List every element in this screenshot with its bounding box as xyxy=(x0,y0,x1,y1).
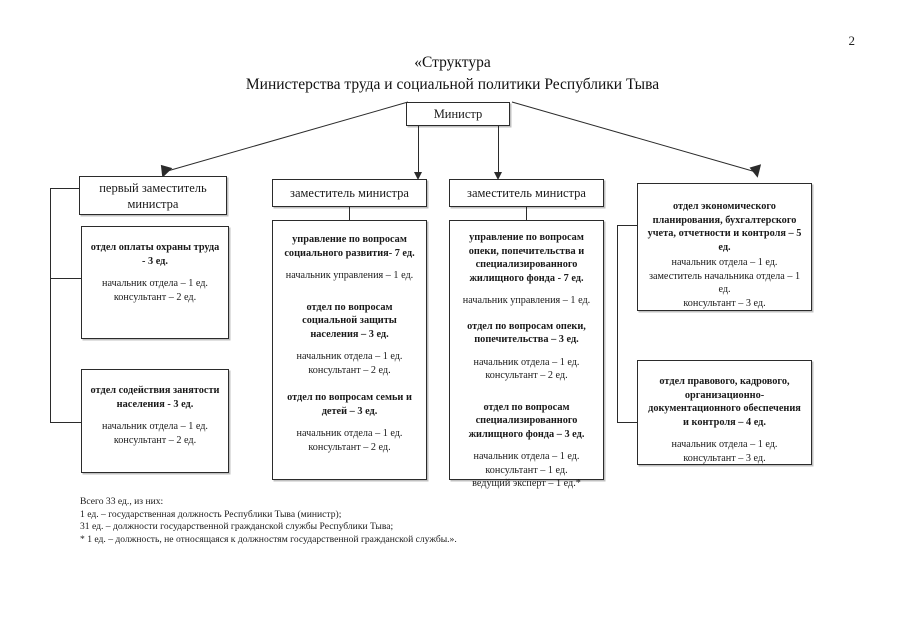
unit-social-2-head: отдел по вопросам социальной защиты насе… xyxy=(302,301,397,340)
unit-social-1-head: управление по вопросам социального разви… xyxy=(284,234,415,259)
box-left-unit-1: отдел оплаты охраны труда - 3 ед. началь… xyxy=(81,226,229,339)
unit-left-1-positions: начальник отдела – 1 ед. консультант – 2… xyxy=(102,278,208,303)
title-line-1: «Структура xyxy=(414,54,491,71)
footnote-total: Всего 33 ед., из них: xyxy=(80,496,164,507)
unit-guardianship-1-head: управление по вопросам опеки, попечитель… xyxy=(468,232,585,284)
unit-guardianship-2: отдел по вопросам опеки, попечительства … xyxy=(450,320,603,383)
connector-minister-to-deputy-guardianship xyxy=(498,126,499,174)
footnote-non-civil-service: * 1 ед. – должность, не относящаяся к до… xyxy=(80,533,457,545)
node-minister: Министр xyxy=(406,102,510,126)
footnotes: Всего 33 ед., из них: 1 ед. – государств… xyxy=(80,496,457,546)
unit-guardianship-2-head: отдел по вопросам опеки, попечительства … xyxy=(467,320,586,346)
title-line-2: Министерства труда и социальной политики… xyxy=(245,76,660,93)
node-first-deputy-label: первый заместитель министра xyxy=(99,180,207,211)
arrow-deputy-social xyxy=(414,172,422,180)
node-first-deputy: первый заместитель министра xyxy=(79,176,227,215)
node-deputy-guardianship: заместитель министра xyxy=(449,179,604,207)
unit-right-2: отдел правового, кадрового, организацион… xyxy=(638,375,811,465)
node-deputy-social-label: заместитель министра xyxy=(290,186,409,200)
unit-guardianship-3-head: отдел по вопросам специализированного жи… xyxy=(468,401,585,440)
unit-social-1: управление по вопросам социального разви… xyxy=(273,233,426,283)
connector-minister-to-right-column xyxy=(511,101,762,178)
right-spine xyxy=(617,225,618,422)
unit-right-1-head: отдел экономического планирования, бухга… xyxy=(647,201,802,253)
box-right-unit-2: отдел правового, кадрового, организацион… xyxy=(637,360,812,465)
box-left-unit-2: отдел содействия занятости населения - 3… xyxy=(81,369,229,473)
page-number: 2 xyxy=(848,33,856,48)
arrow-deputy-guardianship xyxy=(494,172,502,180)
unit-social-3-positions: начальник отдела – 1 ед. консультант – 2… xyxy=(296,428,403,453)
unit-right-2-positions: начальник отдела – 1 ед. консультант – 3… xyxy=(671,439,778,464)
unit-guardianship-3-positions: начальник отдела – 1 ед. консультант – 1… xyxy=(472,451,581,489)
left-spine-stub-2 xyxy=(50,278,82,279)
connector-deputy-social-to-column xyxy=(349,207,350,220)
unit-right-1-positions: начальник отдела – 1 ед. заместитель нач… xyxy=(648,257,801,309)
node-deputy-social: заместитель министра xyxy=(272,179,427,207)
connector-deputy-guardianship-to-column xyxy=(526,207,527,220)
unit-guardianship-3: отдел по вопросам специализированного жи… xyxy=(450,401,603,491)
unit-left-1: отдел оплаты охраны труда - 3 ед. началь… xyxy=(82,241,228,304)
unit-social-2-positions: начальник отдела – 1 ед. консультант – 2… xyxy=(296,351,403,376)
unit-guardianship-1: управление по вопросам опеки, попечитель… xyxy=(450,231,603,308)
footnote-state-post: 1 ед. – государственная должность Респуб… xyxy=(80,508,342,520)
unit-right-1: отдел экономического планирования, бухга… xyxy=(638,200,811,310)
unit-right-2-head: отдел правового, кадрового, организацион… xyxy=(648,376,801,428)
left-spine-stub-1 xyxy=(50,188,80,189)
left-spine xyxy=(50,188,51,423)
unit-left-2: отдел содействия занятости населения - 3… xyxy=(82,384,228,447)
right-spine-stub-2 xyxy=(617,422,638,423)
node-minister-label: Министр xyxy=(433,107,483,121)
box-guardianship-column: управление по вопросам опеки, попечитель… xyxy=(449,220,604,489)
unit-social-1-positions: начальник управления – 1 ед. xyxy=(285,270,414,281)
unit-left-2-head: отдел содействия занятости населения - 3… xyxy=(90,385,220,410)
unit-left-1-head: отдел оплаты охраны труда - 3 ед. xyxy=(90,242,220,267)
box-social-column: управление по вопросам социального разви… xyxy=(272,220,427,480)
unit-social-2: отдел по вопросам социальной защиты насе… xyxy=(273,301,426,378)
node-deputy-guardianship-label: заместитель министра xyxy=(467,186,586,200)
connector-minister-to-deputy-social xyxy=(418,126,419,174)
footnote-civil-service: 31 ед. – должности государственной гражд… xyxy=(80,521,394,533)
left-spine-stub-3 xyxy=(50,422,82,423)
connector-minister-to-first-deputy xyxy=(160,101,409,178)
box-right-unit-1: отдел экономического планирования, бухга… xyxy=(637,183,812,311)
unit-left-2-positions: начальник отдела – 1 ед. консультант – 2… xyxy=(102,421,208,446)
page-title: «Структура Министерства труда и социальн… xyxy=(0,52,905,96)
unit-guardianship-2-positions: начальник отдела – 1 ед. консультант – 2… xyxy=(473,356,580,382)
right-spine-stub-1 xyxy=(617,225,638,226)
unit-social-3: отдел по вопросам семьи и детей – 3 ед. … xyxy=(273,391,426,454)
unit-guardianship-1-positions: начальник управления – 1 ед. xyxy=(462,295,591,306)
unit-social-3-head: отдел по вопросам семьи и детей – 3 ед. xyxy=(287,392,412,417)
